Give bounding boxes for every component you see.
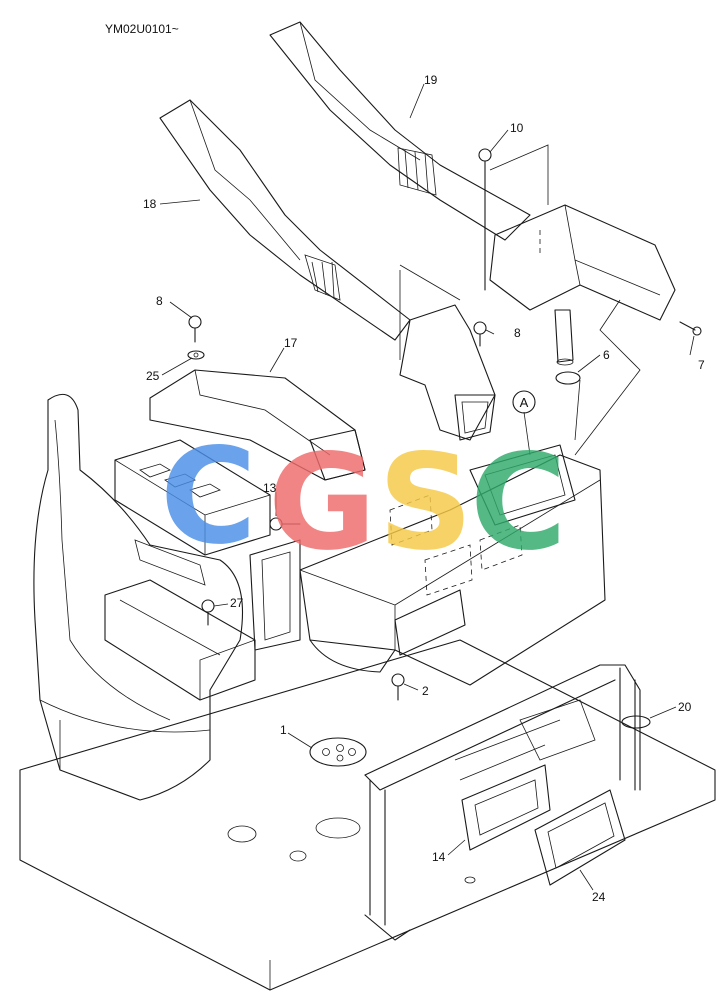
watermark-logo: C G S C [160, 420, 567, 580]
bolt-27 [201, 599, 215, 626]
view-callout-a: A [512, 390, 536, 414]
floor-plate [19, 639, 716, 991]
duct-outlet-right [489, 204, 676, 321]
duct-hose-18 [159, 99, 411, 341]
callout-13: 13 [263, 481, 277, 495]
view-callout-label: A [520, 395, 529, 410]
callout-leaders [159, 83, 695, 891]
watermark-letter-c2: C [470, 426, 567, 580]
bolt-13 [269, 517, 301, 531]
washer-25 [187, 350, 205, 360]
document-code: YM02U0101~ [105, 22, 179, 36]
watermark-letter-g: G [268, 426, 376, 580]
callout-8-upper: 8 [156, 294, 163, 308]
callout-24: 24 [592, 890, 606, 904]
callout-7: 7 [698, 358, 705, 372]
side-console [104, 579, 256, 701]
watermark-letter-c1: C [160, 420, 257, 574]
screw-7 [679, 321, 702, 336]
mounting-frame [364, 664, 641, 941]
air-duct-17 [149, 369, 366, 481]
callout-6: 6 [603, 348, 610, 362]
callout-10: 10 [510, 121, 524, 135]
grommet-1 [309, 737, 367, 767]
hose-clamp-6 [555, 371, 581, 385]
control-panel [114, 439, 271, 586]
heater-unit [249, 444, 606, 686]
callout-19: 19 [424, 73, 438, 87]
operator-seat [33, 393, 243, 801]
callout-17: 17 [284, 336, 298, 350]
bolt-8-lower [473, 321, 487, 347]
clamp-20 [621, 715, 651, 729]
callout-18: 18 [143, 197, 157, 211]
callout-20: 20 [678, 700, 692, 714]
callout-14: 14 [432, 850, 446, 864]
filter-frame-14 [461, 764, 551, 851]
callout-8-lower: 8 [514, 326, 521, 340]
callout-25: 25 [146, 369, 160, 383]
watermark-letter-s: S [378, 426, 473, 580]
bolt-10 [478, 148, 492, 291]
filter-24 [534, 789, 626, 886]
drain-pipe [554, 309, 574, 366]
duct-hose-19 [269, 21, 531, 241]
callout-1: 1 [280, 723, 287, 737]
duct-connector [399, 304, 496, 441]
bolt-8-upper [188, 315, 202, 343]
callout-27: 27 [230, 596, 244, 610]
bolt-2 [391, 673, 405, 701]
callout-2: 2 [422, 684, 429, 698]
